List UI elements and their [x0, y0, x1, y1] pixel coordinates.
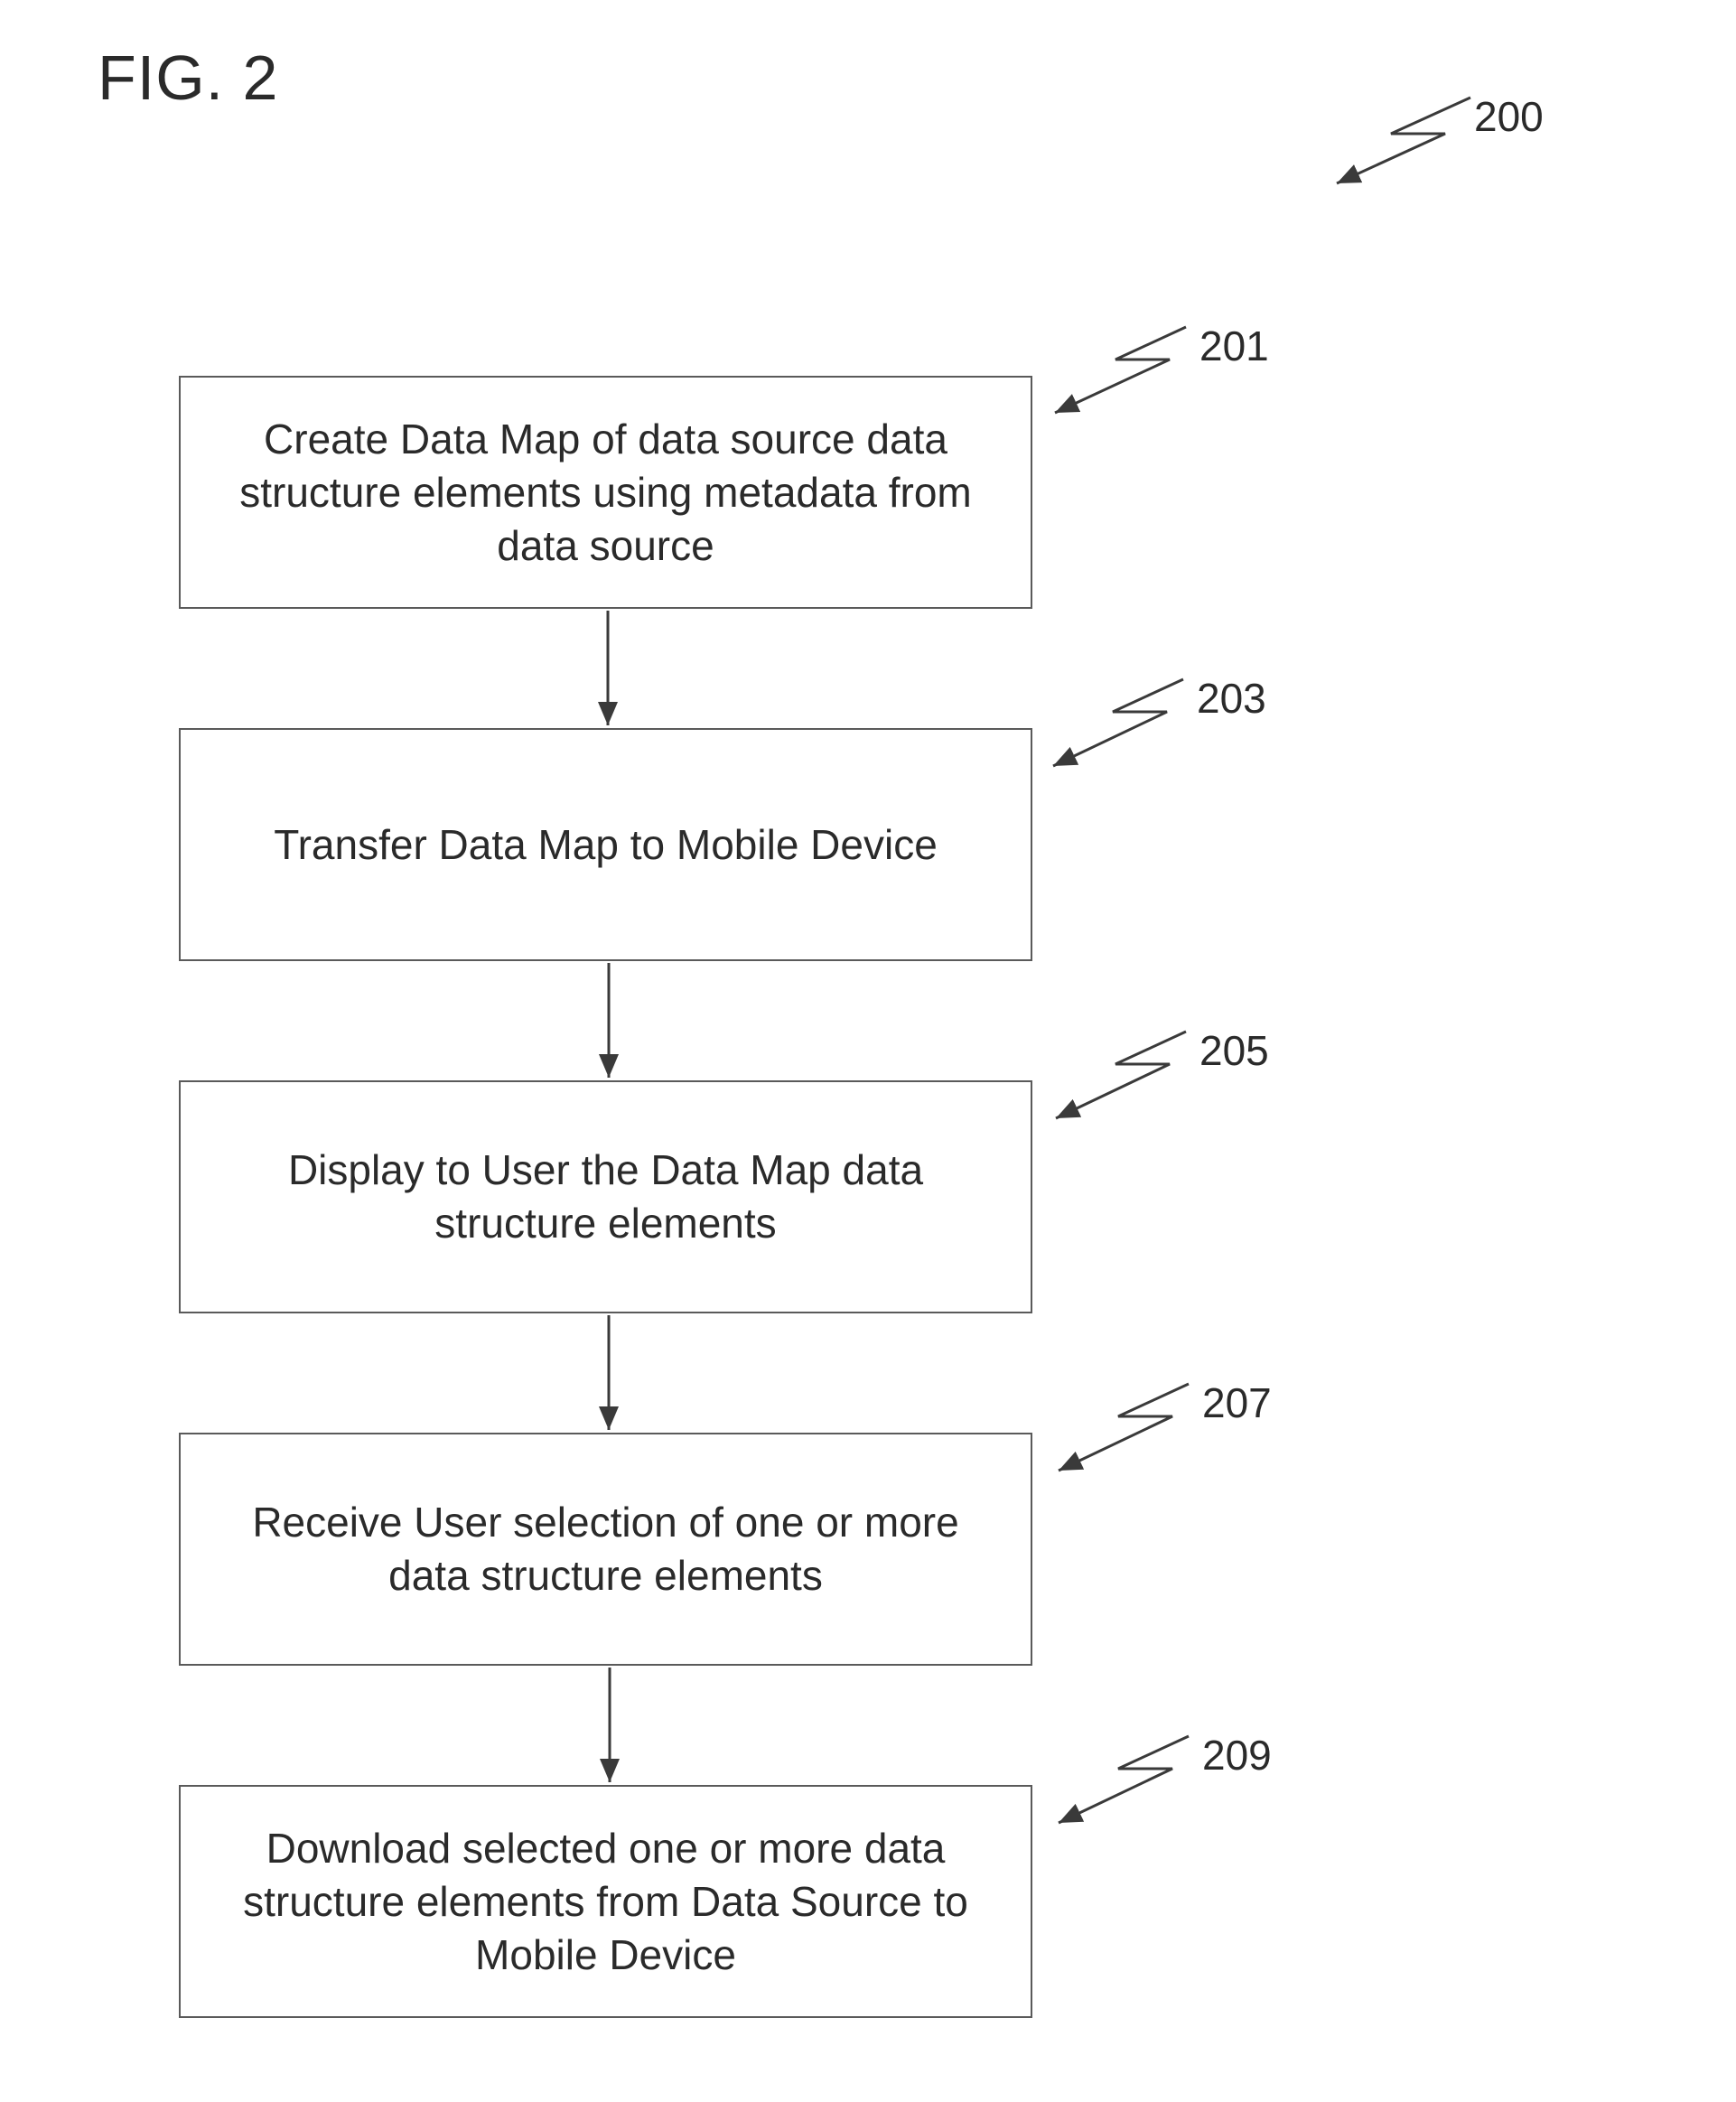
step-box-203: Transfer Data Map to Mobile Device	[179, 728, 1032, 961]
step-box-209: Download selected one or more data struc…	[179, 1785, 1032, 2018]
step-205-reference: 205	[1199, 1026, 1269, 1075]
step-207-reference: 207	[1202, 1378, 1272, 1427]
step-209-leader	[1059, 1736, 1189, 1823]
figure-reference-leader	[1337, 98, 1470, 183]
step-209-text: Download selected one or more data struc…	[216, 1822, 995, 1982]
step-207-leader	[1059, 1384, 1189, 1471]
step-203-text: Transfer Data Map to Mobile Device	[247, 818, 965, 872]
step-205-leader	[1056, 1032, 1186, 1118]
step-box-205: Display to User the Data Map data struct…	[179, 1080, 1032, 1313]
step-201-reference: 201	[1199, 322, 1269, 370]
step-205-text: Display to User the Data Map data struct…	[261, 1144, 950, 1250]
step-203-reference: 203	[1197, 674, 1266, 723]
step-207-text: Receive User selection of one or more da…	[225, 1496, 985, 1602]
step-201-text: Create Data Map of data source data stru…	[212, 413, 998, 573]
step-box-207: Receive User selection of one or more da…	[179, 1433, 1032, 1666]
step-203-leader	[1053, 679, 1183, 766]
step-box-201: Create Data Map of data source data stru…	[179, 376, 1032, 609]
step-209-reference: 209	[1202, 1731, 1272, 1780]
step-201-leader	[1055, 327, 1186, 413]
